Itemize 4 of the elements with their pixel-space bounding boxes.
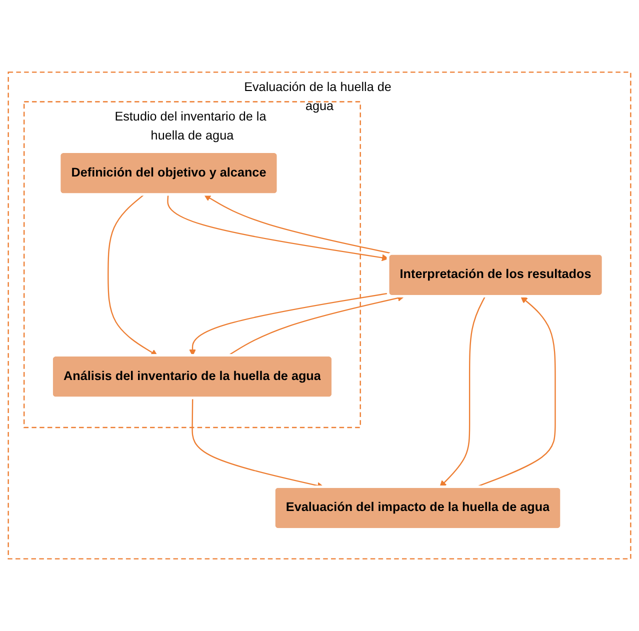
arrow [189,292,389,356]
arrow [108,194,158,356]
arrow [440,296,486,488]
arrow [167,194,389,262]
